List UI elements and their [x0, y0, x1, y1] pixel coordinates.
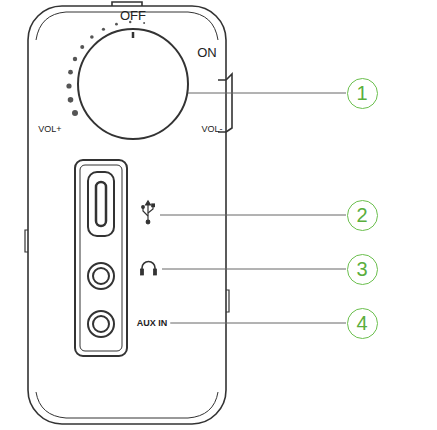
scale-dot: [102, 28, 105, 31]
volume-down-label: VOL-: [201, 125, 222, 134]
scale-dot: [66, 83, 71, 88]
scale-dot: [143, 22, 145, 24]
headphone-symbol: [141, 262, 157, 276]
aux-in-label: AUX IN: [137, 319, 168, 328]
scale-dot: [72, 110, 78, 116]
leader-line: [170, 323, 346, 324]
antenna-bracket: [226, 74, 232, 132]
knob-indicator: [132, 32, 135, 38]
callout-circle: 2: [347, 200, 378, 231]
scale-dot: [80, 45, 84, 49]
switch-off-label: OFF: [120, 9, 146, 22]
usb-c-slot: [96, 182, 106, 226]
callout-number: 3: [356, 259, 367, 279]
leader-line: [188, 93, 346, 94]
scale-dot: [115, 23, 118, 26]
aux-jack: [88, 311, 114, 337]
leader-lines: [160, 93, 346, 323]
callout-number: 2: [356, 205, 367, 225]
callout-circle: 3: [347, 254, 378, 285]
aux-jack-hole: [93, 316, 109, 332]
usb-c-port: [88, 172, 114, 236]
usb-symbol: [142, 201, 155, 224]
port-panel: [75, 160, 127, 356]
callout-circle: 1: [347, 78, 378, 109]
port-panel-inner: [80, 165, 122, 351]
callout-number: 1: [356, 83, 367, 103]
callout-circle: 4: [347, 308, 378, 339]
side-notch: [25, 230, 28, 252]
callout-number: 4: [356, 313, 367, 333]
scale-dot: [73, 57, 77, 61]
scale-dot: [68, 97, 74, 103]
volume-scale-dots: [66, 21, 145, 116]
leader-line: [160, 215, 346, 216]
body-bevel: [36, 392, 218, 418]
switch-on-label: ON: [197, 46, 217, 59]
headphone-jack: [88, 263, 114, 289]
scale-dot: [68, 70, 73, 75]
leader-line: [162, 269, 346, 270]
scale-dot: [90, 35, 94, 39]
headphone-jack-hole: [93, 268, 109, 284]
side-notch: [226, 290, 229, 312]
volume-up-label: VOL+: [38, 125, 61, 134]
volume-knob: [78, 29, 188, 139]
